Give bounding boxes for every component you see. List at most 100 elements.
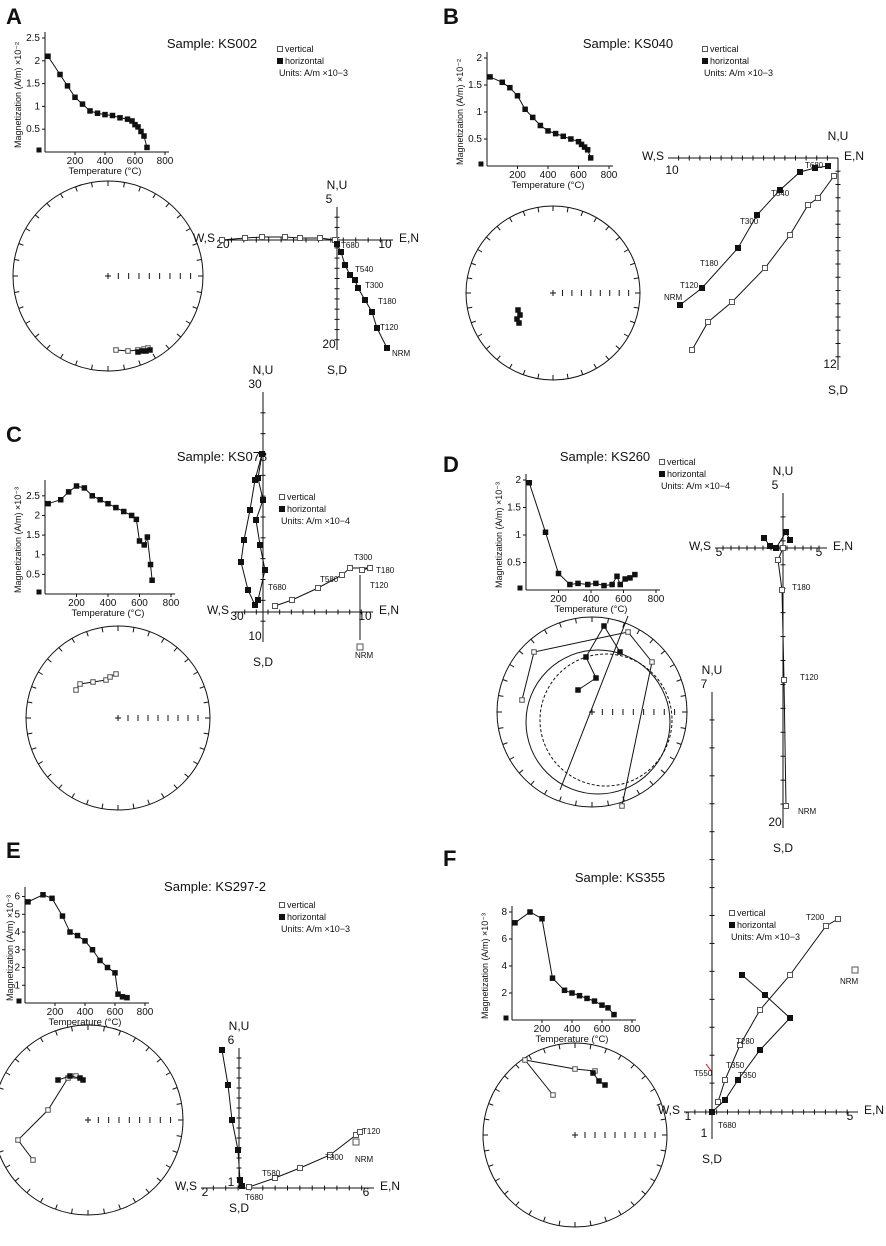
stereonet-tick: [607, 618, 609, 624]
zij-scale-label: 5: [772, 478, 779, 492]
zij-scale-label: 30: [230, 609, 244, 623]
demag-point: [569, 990, 575, 996]
zij-label-en: E,N: [833, 539, 853, 553]
zij-step-label: T680: [268, 583, 287, 592]
demag-point: [97, 496, 103, 503]
zij-horizontal-point: [735, 245, 741, 251]
zij-vertical-point: [779, 587, 785, 593]
legend-units: Units: A/m ×10−3: [279, 68, 348, 78]
stereonet-tick: [176, 1103, 182, 1105]
stereonet-tick: [38, 671, 43, 675]
stereonet-tick: [593, 363, 597, 369]
zij-step-label: T350: [738, 1071, 757, 1080]
demag-x-tick-label: 800: [624, 1024, 641, 1035]
demag-y-tick-label: 1: [14, 980, 20, 991]
demag-point: [530, 114, 536, 121]
zij-horizontal-point: [787, 537, 793, 543]
zij-vertical-point: [831, 173, 837, 179]
demag-point: [617, 581, 623, 588]
legend-horizontal-marker: [659, 471, 665, 477]
demag-y-tick-label: 8: [501, 907, 507, 918]
stereonet-tick: [566, 373, 569, 379]
zij-vertical-point: [272, 1175, 278, 1181]
stereonet-tick: [46, 202, 51, 208]
demag-point: [568, 136, 574, 142]
demag-point: [576, 992, 583, 999]
stereonet-tick: [31, 747, 37, 750]
stereonet-tick: [25, 228, 31, 232]
demag-x-tick-label: 600: [594, 1024, 611, 1035]
demag-point: [129, 118, 135, 124]
zij-vertical-point: [805, 202, 811, 208]
zij-scale-label: 10: [358, 609, 372, 623]
stereonet-lower-point: [575, 687, 581, 693]
demag-point: [124, 994, 130, 1001]
zij-vertical-point: [715, 1099, 721, 1105]
demag-point: [141, 133, 147, 139]
zij-label-nu: N,U: [828, 129, 849, 143]
demag-point: [487, 74, 493, 80]
panel-letter-f: F: [443, 846, 456, 871]
stereonet-tick: [530, 638, 535, 644]
zij-horizontal-point: [362, 297, 368, 303]
stereonet-upper-point: [125, 348, 131, 354]
stereonet-tick: [86, 631, 89, 637]
demag-origin-point: [36, 147, 42, 153]
stereonet-tick: [580, 369, 584, 375]
demag-y-tick-label: 6: [14, 892, 20, 903]
stereonet-tick: [75, 360, 78, 366]
zij-step-label: T300: [354, 553, 373, 562]
stereonet-tick: [31, 686, 37, 689]
zij-horizontal-point: [238, 559, 244, 565]
stereonet-tick: [27, 701, 33, 704]
stereonet-tick: [173, 784, 178, 789]
zij-label-ws: W,S: [175, 1179, 197, 1193]
demag-y-tick-label: 0.5: [26, 569, 40, 580]
zij-vertical-point: [729, 299, 735, 305]
demag-point: [542, 529, 549, 535]
stereonet-tick: [522, 369, 526, 375]
demag-point: [65, 489, 72, 495]
zij-step-label: T540: [771, 189, 790, 198]
zij-scale-label: 5: [816, 545, 823, 559]
stereonet-tick: [55, 1204, 58, 1210]
zij-horizontal-point: [762, 992, 768, 998]
sample-title: Sample: KS002: [167, 36, 257, 51]
zij-horizontal-point: [225, 1082, 231, 1088]
zij-horizontal-point: [338, 249, 344, 255]
demag-point: [507, 84, 513, 91]
stereonet-tick: [502, 679, 508, 682]
stereonet-tick: [504, 1075, 509, 1080]
stereonet-tick: [660, 650, 666, 655]
sample-title: Sample: KS260: [560, 449, 650, 464]
stereonet-tick: [172, 1150, 178, 1153]
legend-horizontal-marker: [702, 58, 708, 64]
zij-step-label: NRM: [392, 349, 411, 358]
demag-point: [527, 909, 533, 915]
demag-point: [87, 108, 93, 114]
zij-step-label: T580: [262, 1169, 281, 1178]
demag-point: [611, 1011, 617, 1018]
demag-curve: [489, 76, 592, 159]
stereonet-tick: [498, 727, 504, 729]
zij-horizontal-point: [260, 497, 266, 503]
demag-x-axis-label: Temperature (°C): [512, 180, 585, 191]
stereonet-tick: [58, 647, 63, 652]
zij-scale-label: 2: [202, 1185, 209, 1199]
stereonet-tick: [488, 1164, 494, 1167]
zij-label-en: E,N: [380, 1179, 400, 1193]
demag-y-tick-label: 2: [34, 56, 40, 67]
demag-x-axis-label: Temperature (°C): [69, 166, 142, 177]
zij-horizontal-point: [334, 241, 340, 247]
zij-label-nu: N,U: [773, 464, 794, 478]
zij-horizontal-point: [252, 602, 258, 608]
legend-vertical-label: vertical: [287, 900, 316, 910]
demag-y-tick-label: 1.5: [26, 79, 40, 90]
stereonet-upper-point: [649, 659, 655, 665]
stereonet-tick: [515, 1064, 520, 1069]
zij-horizontal-point: [355, 285, 361, 291]
legend-horizontal-marker: [729, 922, 735, 928]
zij-vertical-point: [787, 232, 793, 238]
demag-point: [94, 110, 101, 116]
legend-vertical-marker: [702, 46, 708, 52]
